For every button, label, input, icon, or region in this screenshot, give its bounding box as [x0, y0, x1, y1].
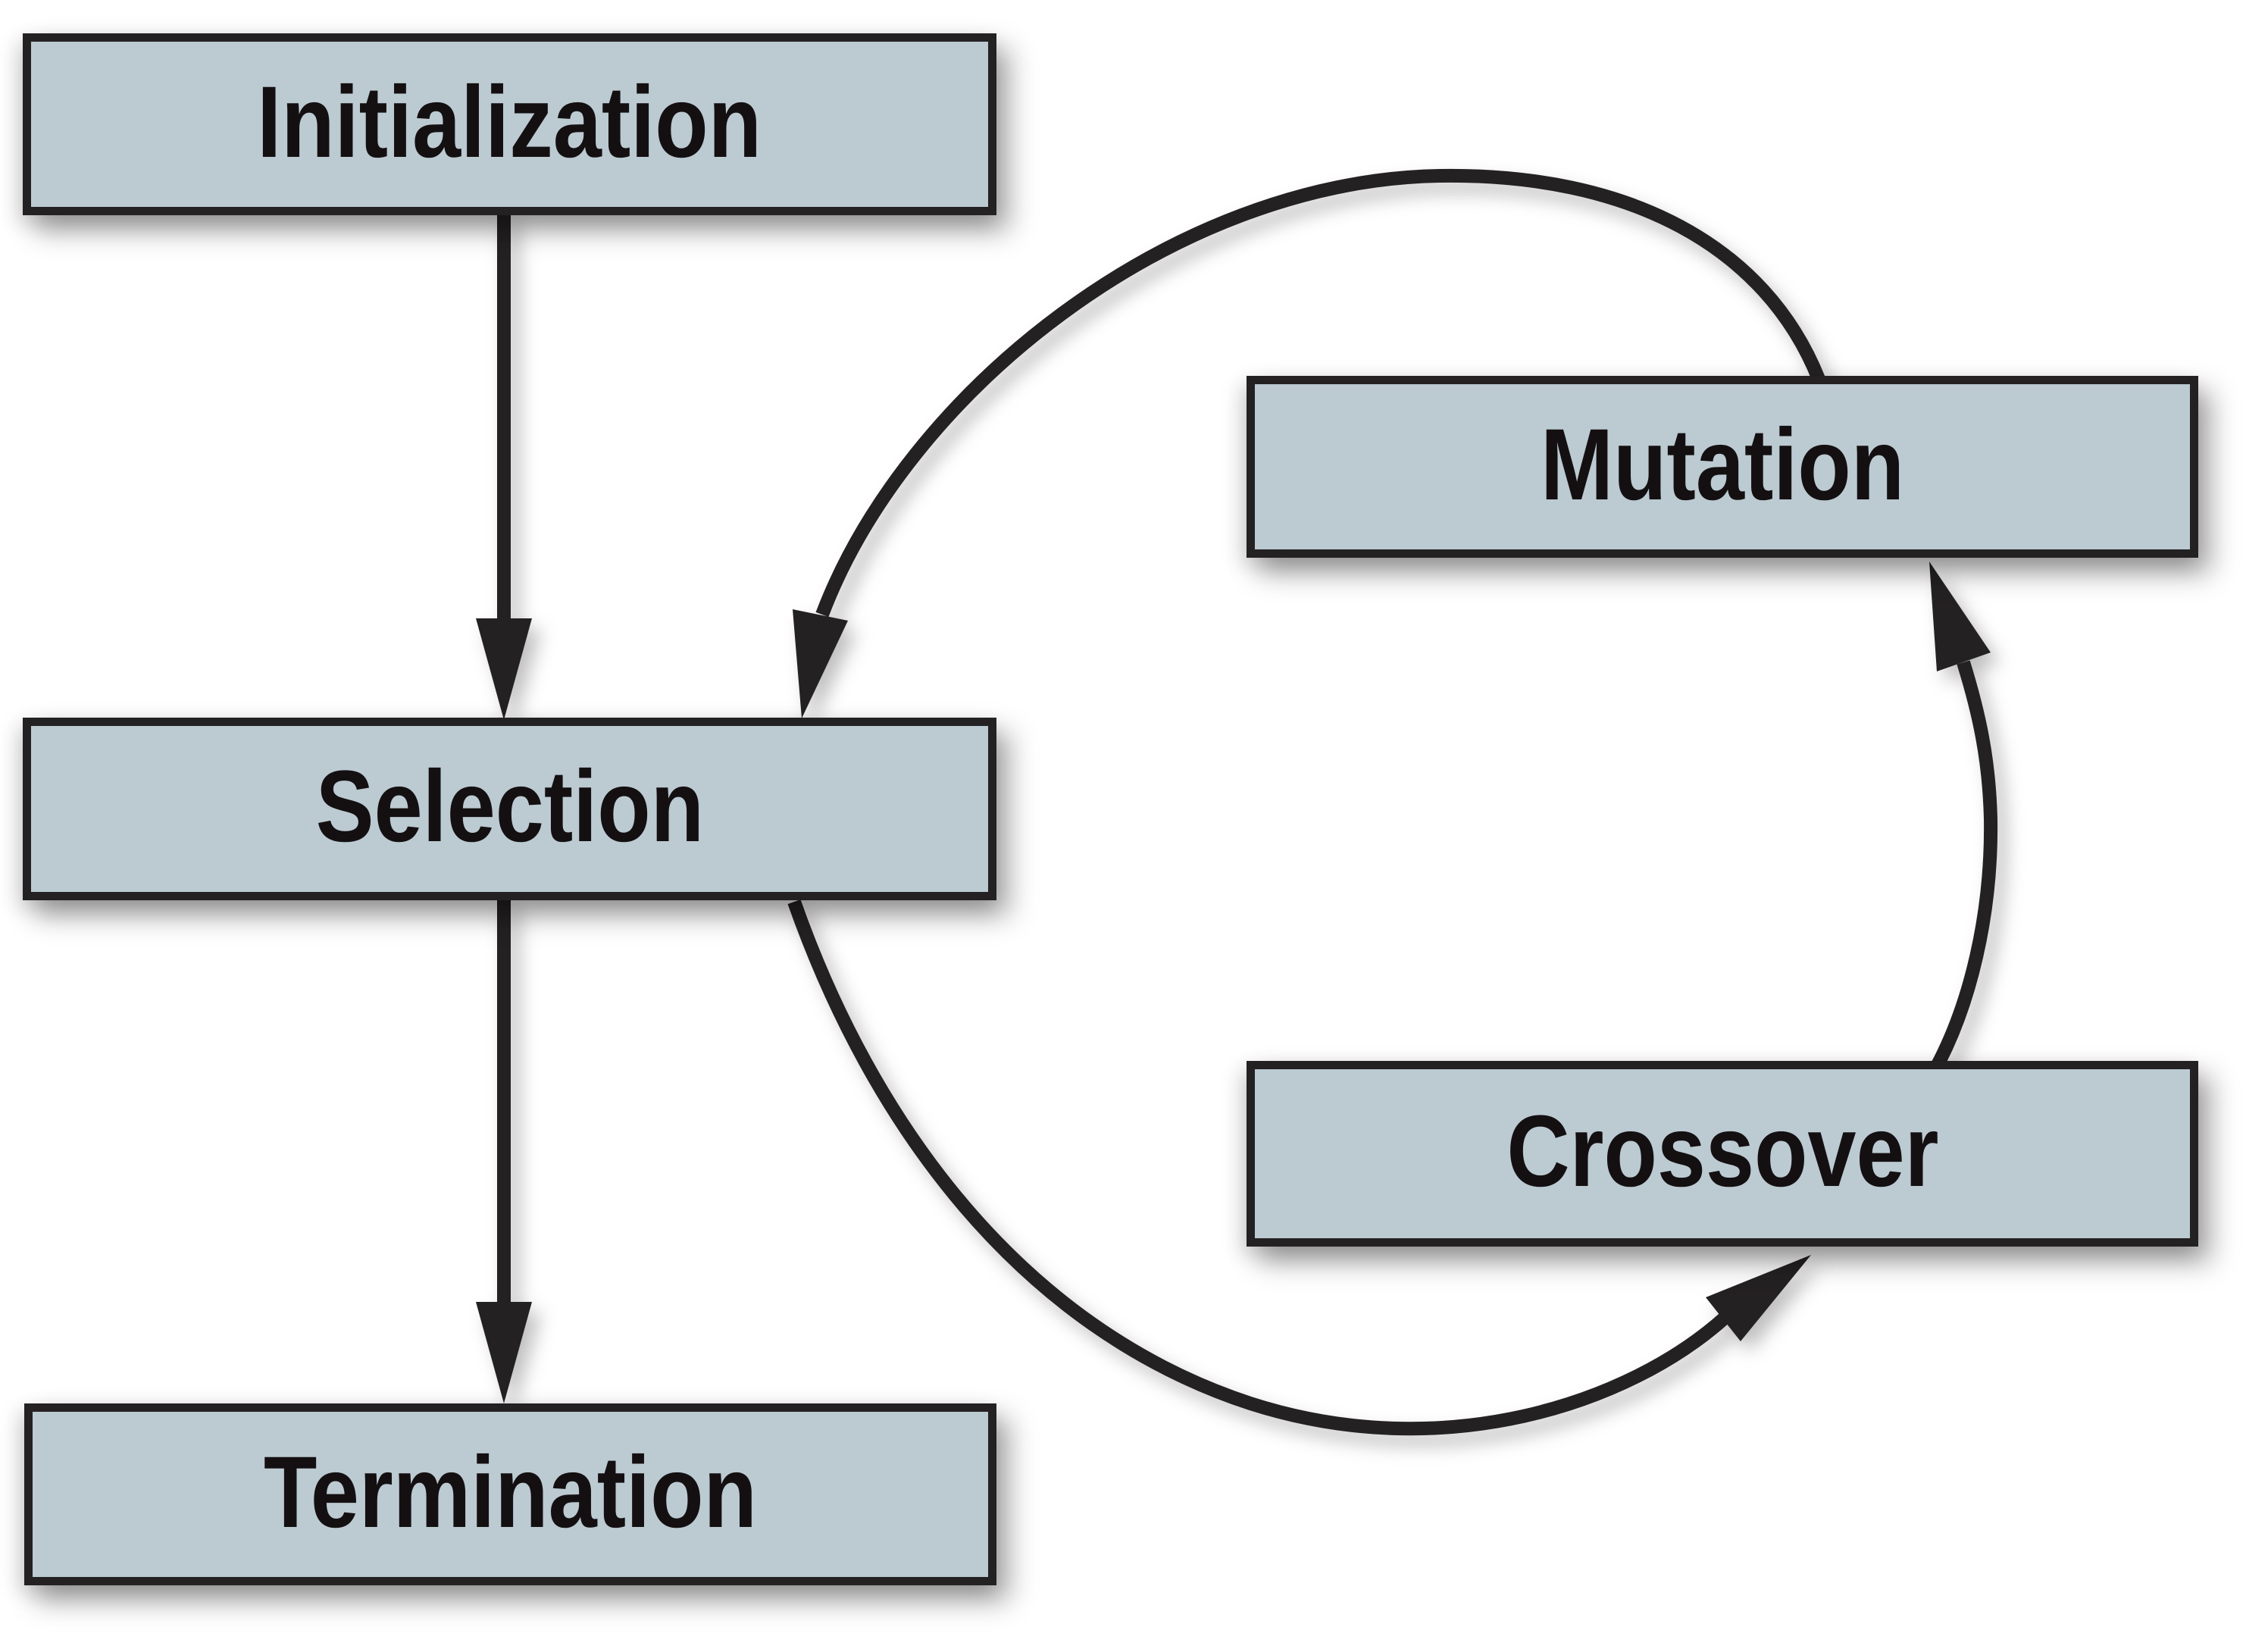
edge-crossover-to-mutation: [1923, 562, 1998, 1084]
node-mutation-label: Mutation: [1540, 408, 1905, 521]
node-initialization: Initialization: [23, 33, 996, 215]
node-crossover: Crossover: [1247, 1061, 2198, 1247]
edge-selection-to-termination: [476, 900, 532, 1403]
node-termination: Termination: [24, 1403, 996, 1585]
node-selection-label: Selection: [315, 750, 704, 863]
edge-selection-to-crossover: [787, 900, 1811, 1436]
node-initialization-label: Initialization: [257, 65, 762, 179]
edge-initialization-to-selection: [476, 215, 532, 720]
edge-mutation-to-selection: [793, 168, 1825, 718]
node-selection: Selection: [23, 718, 996, 900]
node-termination-label: Termination: [264, 1435, 757, 1549]
node-crossover-label: Crossover: [1506, 1095, 1939, 1208]
node-mutation: Mutation: [1247, 376, 2198, 558]
